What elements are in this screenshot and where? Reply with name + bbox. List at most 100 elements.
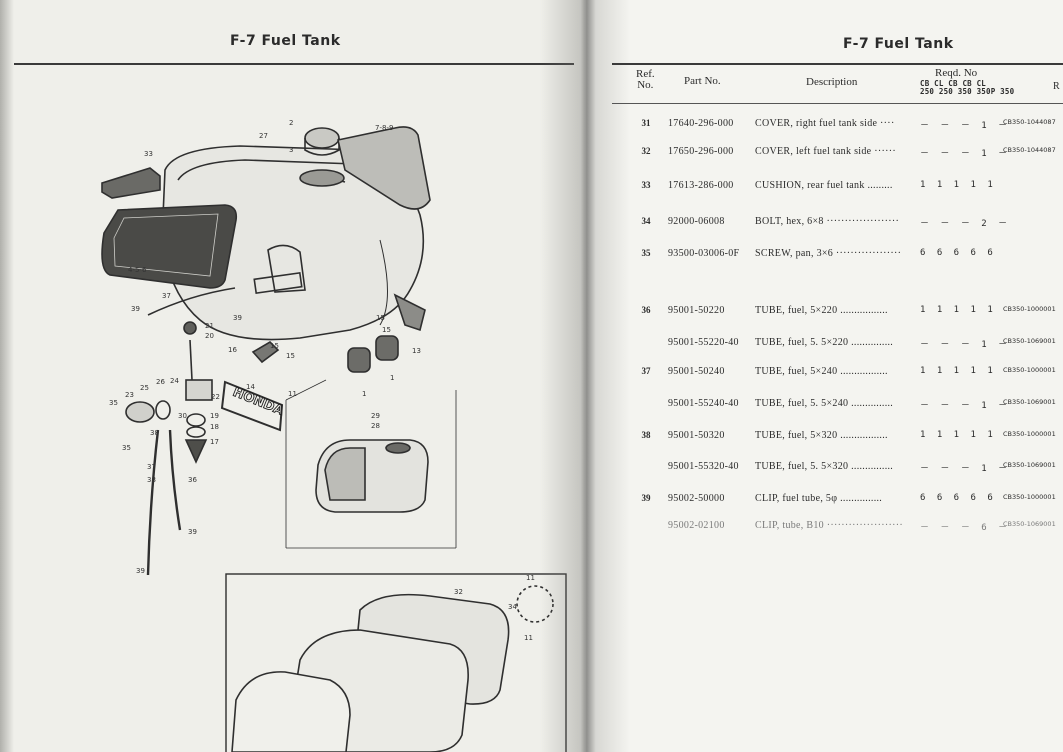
part-description: BOLT, hex, 6×8 ···················· [755,216,900,227]
svg-text:22: 22 [211,393,220,401]
svg-text:30: 30 [178,412,187,420]
svg-text:28: 28 [371,422,380,430]
svg-text:19: 19 [210,412,219,420]
svg-text:15: 15 [376,314,385,322]
svg-text:39: 39 [131,305,140,313]
right-page-header: F-7 Fuel Tank [843,36,954,52]
svg-text:14: 14 [246,383,255,391]
required-quantities: 1 1 1 1 1 [920,430,996,440]
part-number: 95001-55240-40 [668,398,739,409]
svg-text:27: 27 [259,132,268,140]
serial-remark: CB350-1044087 [1003,146,1056,154]
ref-number: 38 [641,430,651,440]
serial-remark: CB350-1000001 [1003,430,1056,438]
part-description: TUBE, fuel, 5×220 ................. [755,305,888,316]
required-quantities: － － － 1 － [920,401,1011,411]
book-gutter-shadow [540,0,630,752]
part-number: 17613-286-000 [668,180,734,191]
svg-text:4-5-6: 4-5-6 [128,266,147,274]
serial-remark: CB350-1069001 [1003,520,1056,528]
svg-text:25: 25 [140,384,149,392]
column-header-models: CB CL CB CB CL 250 250 350 350P 350 [920,80,1014,96]
part-number: 95001-55320-40 [668,461,739,472]
part-description: CLIP, tube, B10 ····················· [755,520,903,531]
required-quantities: － － － 1 － [920,121,1011,131]
part-number: 93500-03006-0F [668,248,740,259]
part-description: TUBE, fuel, 5×240 ................. [755,366,888,377]
svg-text:15: 15 [286,352,295,360]
svg-text:38: 38 [150,429,159,437]
svg-text:39: 39 [188,528,197,536]
required-quantities: 1 1 1 1 1 [920,180,996,190]
svg-text:15: 15 [382,326,391,334]
svg-text:37: 37 [162,292,171,300]
part-description: TUBE, fuel, 5. 5×320 ............... [755,461,894,472]
svg-text:16: 16 [228,346,237,354]
part-number: 92000-06008 [668,216,725,227]
required-quantities: － － － 2 － [920,219,1011,229]
svg-text:32: 32 [454,588,463,596]
table-row: 34 92000-06008 BOLT, hex, 6×8 ············… [612,216,1063,232]
part-number: 17650-296-000 [668,146,734,157]
ref-number: 33 [641,180,651,190]
svg-text:2: 2 [289,119,293,127]
left-page-header: F-7 Fuel Tank [230,33,341,49]
svg-text:35: 35 [109,399,118,407]
svg-text:20: 20 [205,332,214,340]
svg-text:15: 15 [270,342,279,350]
required-quantities: 6 6 6 6 6 [920,248,996,258]
table-row: 95002-02100 CLIP, tube, B10 ·············… [612,520,1063,536]
serial-remark: CB350-1069001 [1003,461,1056,469]
table-row: 36 95001-50220 TUBE, fuel, 5×220 .........… [612,305,1063,321]
part-description: TUBE, fuel, 5. 5×240 ............... [755,398,894,409]
part-description: CLIP, fuel tube, 5φ ............... [755,493,883,504]
svg-text:34: 34 [508,603,517,611]
ref-number: 34 [641,216,651,226]
required-quantities: － － － 1 － [920,149,1011,159]
svg-text:39: 39 [136,567,145,575]
required-quantities: － － － 1 － [920,464,1011,474]
required-quantities: － － － 6 － [920,523,1011,533]
models-bottom-row: 250 250 350 350P 350 [920,87,1015,96]
column-header-description: Description [806,76,858,88]
models-top-row: CB CL CB CB CL [920,79,987,88]
svg-text:29: 29 [371,412,380,420]
part-number: 95001-50320 [668,430,725,441]
required-quantities: － － － 1 － [920,340,1011,350]
part-description: COVER, left fuel tank side ······ [755,146,896,157]
part-number: 95001-50220 [668,305,725,316]
svg-text:11: 11 [524,634,533,642]
table-row: 38 95001-50320 TUBE, fuel, 5×320 .........… [612,430,1063,446]
part-description: CUSHION, rear fuel tank ......... [755,180,893,191]
svg-text:7-8-9: 7-8-9 [375,124,393,132]
ref-number: 39 [641,493,651,503]
required-quantities: 1 1 1 1 1 [920,305,996,315]
svg-text:1: 1 [362,390,366,398]
right-page-header-rule [612,63,1063,65]
part-description: TUBE, fuel, 5×320 ................. [755,430,888,441]
ref-number: 35 [641,248,651,258]
ref-number: 36 [641,305,651,315]
part-number: 95001-50240 [668,366,725,377]
svg-text:26: 26 [156,378,165,386]
serial-remark: CB350-1000001 [1003,366,1056,374]
svg-text:23: 23 [125,391,134,399]
svg-text:18: 18 [210,423,219,431]
serial-remark: CB350-1000001 [1003,493,1056,501]
serial-remark: CB350-1069001 [1003,337,1056,345]
svg-text:11: 11 [288,390,297,398]
svg-text:33: 33 [144,150,153,158]
part-number: 95002-02100 [668,520,725,531]
svg-text:35: 35 [122,444,131,452]
svg-text:1: 1 [390,374,394,382]
exploded-parts-diagram: 23 27 7-8-9 33 4-5-6 37 39 39 2 1 20 16 15 15 14 1… [101,119,567,752]
column-header-reqd-no: Reqd. No [935,67,978,79]
right-page [585,0,1063,752]
